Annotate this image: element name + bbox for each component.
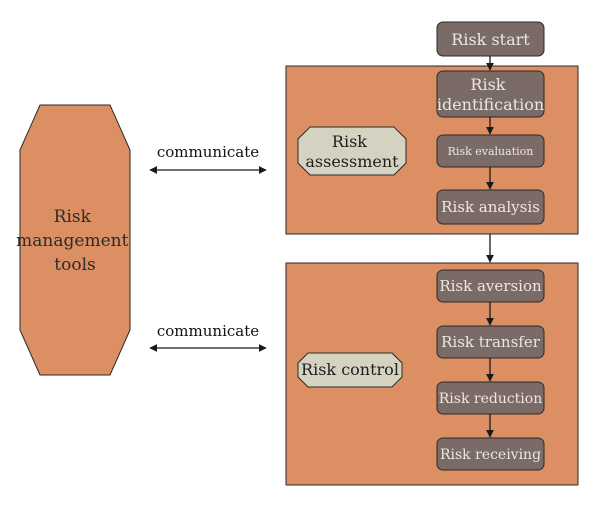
communicate-label-bottom: communicate bbox=[157, 322, 259, 340]
risk-analysis-box bbox=[436, 189, 545, 225]
risk-control-badge bbox=[297, 352, 403, 388]
tools-shape bbox=[19, 104, 131, 376]
risk-control-label: Risk control bbox=[301, 360, 399, 379]
risk-analysis-label: Risk analysis bbox=[441, 198, 540, 216]
risk-identification-line2: identification bbox=[437, 95, 544, 114]
risk-identification-label: Risk identification bbox=[437, 75, 544, 114]
risk-receiving-box bbox=[436, 437, 545, 471]
tools-label-line1: Risk bbox=[54, 207, 92, 227]
communicate-label-top: communicate bbox=[157, 143, 259, 161]
risk-aversion-label: Risk aversion bbox=[439, 277, 542, 295]
risk-start-label: Risk start bbox=[451, 30, 530, 49]
risk-assessment-line1: Risk bbox=[332, 132, 367, 151]
risk-evaluation-label: Risk evaluation bbox=[448, 145, 534, 158]
risk-transfer-label: Risk transfer bbox=[441, 333, 541, 351]
tools-label: Risk management tools bbox=[16, 207, 134, 275]
risk-assessment-label: Risk assessment bbox=[305, 132, 399, 171]
risk-assessment-line2: assessment bbox=[305, 152, 399, 171]
tools-label-line2: management bbox=[16, 231, 128, 251]
risk-identification-line1: Risk bbox=[470, 75, 505, 94]
risk-assessment-badge bbox=[297, 126, 407, 176]
risk-reduction-label: Risk reduction bbox=[439, 391, 542, 407]
tools-label-line3: tools bbox=[54, 255, 95, 275]
risk-receiving-label: Risk receiving bbox=[440, 447, 541, 463]
